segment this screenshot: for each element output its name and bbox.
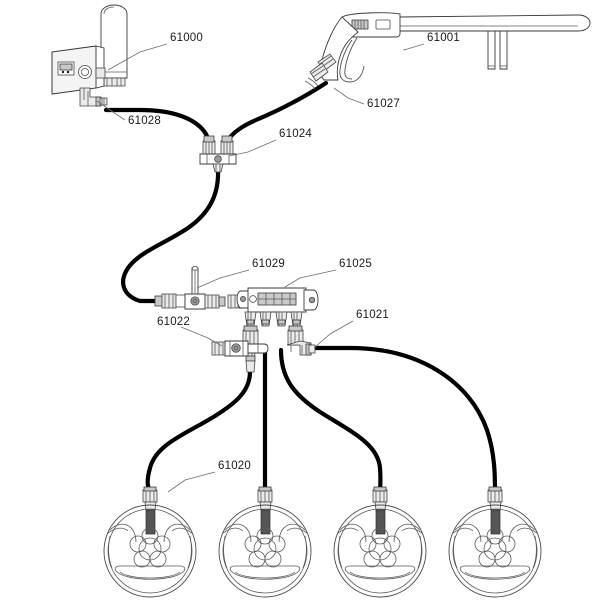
callout-61025: 61025 <box>284 258 372 288</box>
leader-line-61021 <box>313 320 354 349</box>
tee-junction-61024 <box>199 135 237 173</box>
part-label-61027: 61027 <box>367 98 400 110</box>
hose-gun-to-tee <box>224 80 329 145</box>
callout-61021: 61021 <box>313 309 389 349</box>
elbow-coupling-61028 <box>79 87 108 107</box>
inline-shutoff-valve-61022 <box>211 340 269 357</box>
leader-line-61028 <box>96 100 126 121</box>
elbow-coupling-61021 <box>286 325 316 356</box>
leader-line-61022 <box>180 326 223 347</box>
manifold-outlet-ports <box>244 311 303 327</box>
callout-61028: 61028 <box>96 100 161 127</box>
leader-line-61029 <box>196 269 250 289</box>
steering-wheel-2 <box>218 486 312 598</box>
callout-61024: 61024 <box>228 128 312 157</box>
leader-line-61001 <box>403 43 425 51</box>
hose-manifold-to-wheel-3 <box>278 347 383 495</box>
part-label-61020: 61020 <box>218 460 251 472</box>
hose-compressor-to-tee <box>103 107 212 144</box>
hose-manifold-to-wheel-4 <box>308 345 498 495</box>
part-label-61001: 61001 <box>427 32 460 44</box>
callout-layer: 61000 61001 61027 61028 61024 61029 61025 61022… <box>96 32 460 493</box>
callout-61022: 61022 <box>157 316 223 347</box>
hose-layer <box>103 80 498 495</box>
leader-line-61027 <box>333 87 365 105</box>
inline-relief-valve-61029 <box>154 265 242 310</box>
callout-61029: 61029 <box>196 258 285 289</box>
part-label-61029: 61029 <box>252 258 285 270</box>
valve-chuck-connector <box>257 486 273 535</box>
distribution-manifold-61025 <box>236 287 319 373</box>
callout-61027: 61027 <box>333 87 400 110</box>
part-label-61024: 61024 <box>279 128 312 140</box>
leader-line-61020 <box>167 471 216 493</box>
part-label-61022: 61022 <box>157 316 190 328</box>
spray-gun-61001 <box>304 12 591 90</box>
hose-tee-to-valve <box>121 167 221 304</box>
valve-chuck-connector <box>142 486 158 535</box>
steering-wheel-4 <box>448 486 542 598</box>
callout-61000: 61000 <box>107 32 203 71</box>
valve-chuck-connector <box>372 486 388 535</box>
valve-chuck-connector <box>487 486 503 535</box>
gun-coupling-61027 <box>304 53 337 90</box>
part-label-61025: 61025 <box>339 258 372 270</box>
leader-line-61024 <box>228 139 277 157</box>
part-label-61028: 61028 <box>128 115 161 127</box>
steering-wheel-1 <box>103 486 197 598</box>
part-label-61021: 61021 <box>356 309 389 321</box>
callout-61001: 61001 <box>403 32 460 51</box>
steering-wheel-3 <box>333 486 427 598</box>
compressor-unit-61000 <box>51 4 128 107</box>
hose-manifold-to-wheel-1 <box>145 369 253 495</box>
wheel-assemblies <box>103 486 542 598</box>
part-label-61000: 61000 <box>170 32 203 44</box>
callout-61020: 61020 <box>167 460 251 493</box>
leader-line-61025 <box>284 269 337 288</box>
leader-line-61000 <box>107 43 168 71</box>
